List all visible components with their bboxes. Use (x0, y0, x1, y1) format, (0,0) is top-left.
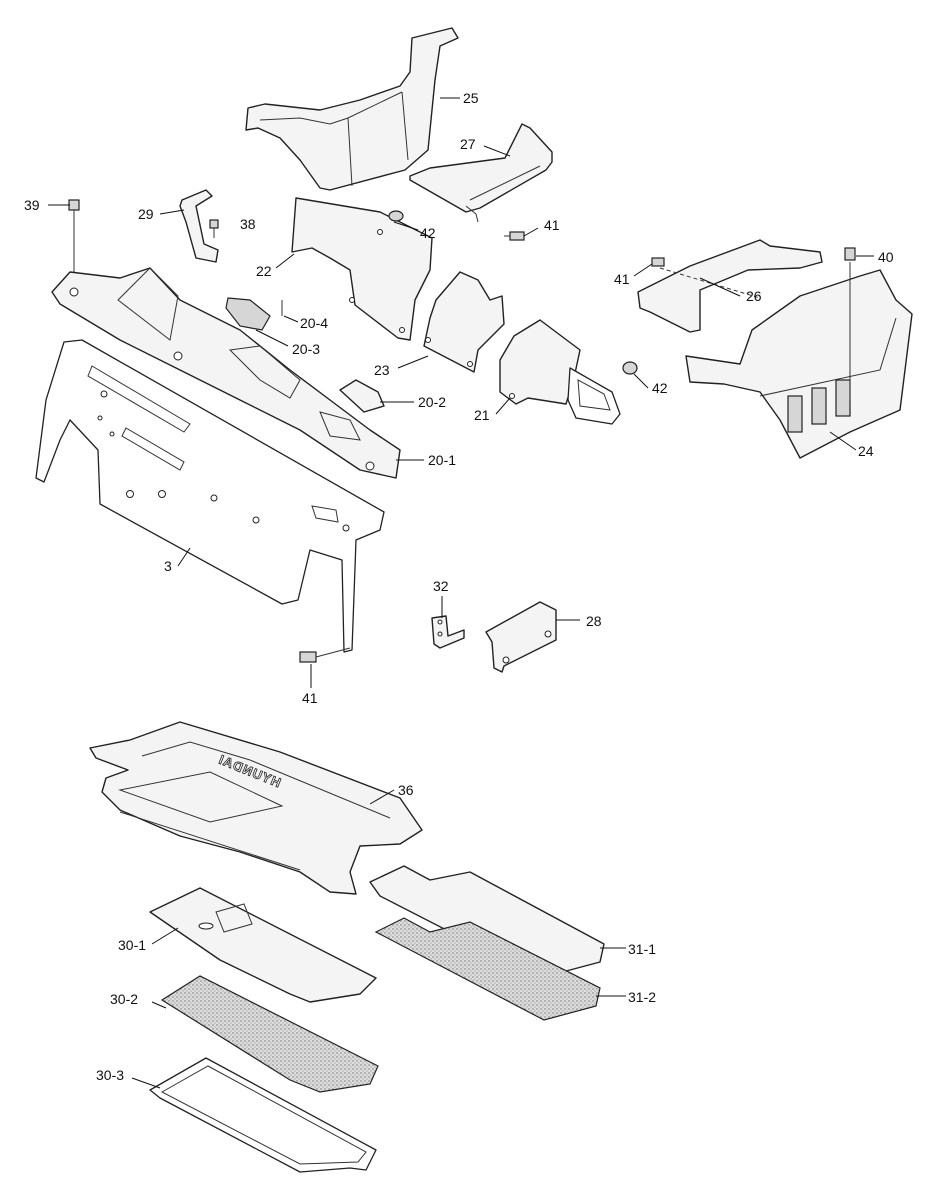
callout-31-2: 31-2 (628, 989, 656, 1005)
callout-21: 21 (474, 407, 490, 423)
callout-30-2: 30-2 (110, 991, 138, 1007)
part-31-2-carpet (374, 917, 601, 1021)
part-27-bracket-plate (409, 123, 553, 223)
part-40-bolt (844, 247, 856, 261)
part-30-2-carpet (160, 975, 379, 1093)
callout-29: 29 (138, 206, 154, 222)
callout-32: 32 (433, 578, 449, 594)
leader-lines (48, 97, 874, 1089)
callout-3: 3 (164, 558, 172, 574)
part-29-bracket (179, 189, 219, 263)
part-31-1-panel (369, 865, 605, 979)
callout-20-4: 20-4 (300, 315, 328, 331)
callout-39: 39 (24, 197, 40, 213)
callout-28: 28 (586, 613, 602, 629)
callout-22: 22 (256, 263, 272, 279)
part-20-3-grille (225, 297, 271, 331)
part-30-1-panel (149, 887, 377, 1003)
callout-30-3: 30-3 (96, 1067, 124, 1083)
part-32-bracket (431, 615, 465, 649)
callout-41-right: 41 (614, 271, 630, 287)
part-20-2-cover (339, 379, 385, 413)
callout-30-1: 30-1 (118, 937, 146, 953)
part-41-bolt-lower (299, 647, 351, 663)
callout-labels: 25 27 39 29 38 42 41 22 41 40 26 20-4 20… (24, 90, 894, 1083)
part-42-plug-upper (388, 210, 404, 222)
callout-40: 40 (878, 249, 894, 265)
callout-41-lower: 41 (302, 690, 318, 706)
part-25-upper-cover (245, 27, 459, 191)
part-42-plug-lower (622, 361, 638, 375)
part-20-1-top-cover (51, 267, 401, 479)
part-21-side-panel (499, 319, 621, 425)
callout-20-1: 20-1 (428, 452, 456, 468)
callout-42-lower: 42 (652, 380, 668, 396)
callout-20-3: 20-3 (292, 341, 320, 357)
part-36-floor-mat: HYUNDAI (89, 721, 423, 895)
part-38-bolt (209, 219, 219, 238)
part-41-bolt-right (651, 257, 665, 267)
callout-36: 36 (398, 782, 414, 798)
callout-38: 38 (240, 216, 256, 232)
part-30-3-seal-frame (149, 1057, 377, 1173)
callout-41-upper: 41 (544, 217, 560, 233)
part-41-bolt-upper (504, 231, 525, 241)
callout-31-1: 31-1 (628, 941, 656, 957)
callout-42-upper: 42 (420, 225, 436, 241)
callout-26: 26 (746, 288, 762, 304)
part-3-main-panel (35, 339, 385, 653)
part-28-bracket (485, 601, 557, 673)
callout-23: 23 (374, 362, 390, 378)
part-24-step-housing (685, 262, 913, 459)
callout-24: 24 (858, 443, 874, 459)
callout-20-2: 20-2 (418, 394, 446, 410)
part-23-center-panel (423, 271, 505, 373)
callout-25: 25 (463, 90, 479, 106)
part-22-left-panel (291, 197, 433, 341)
callout-27: 27 (460, 136, 476, 152)
